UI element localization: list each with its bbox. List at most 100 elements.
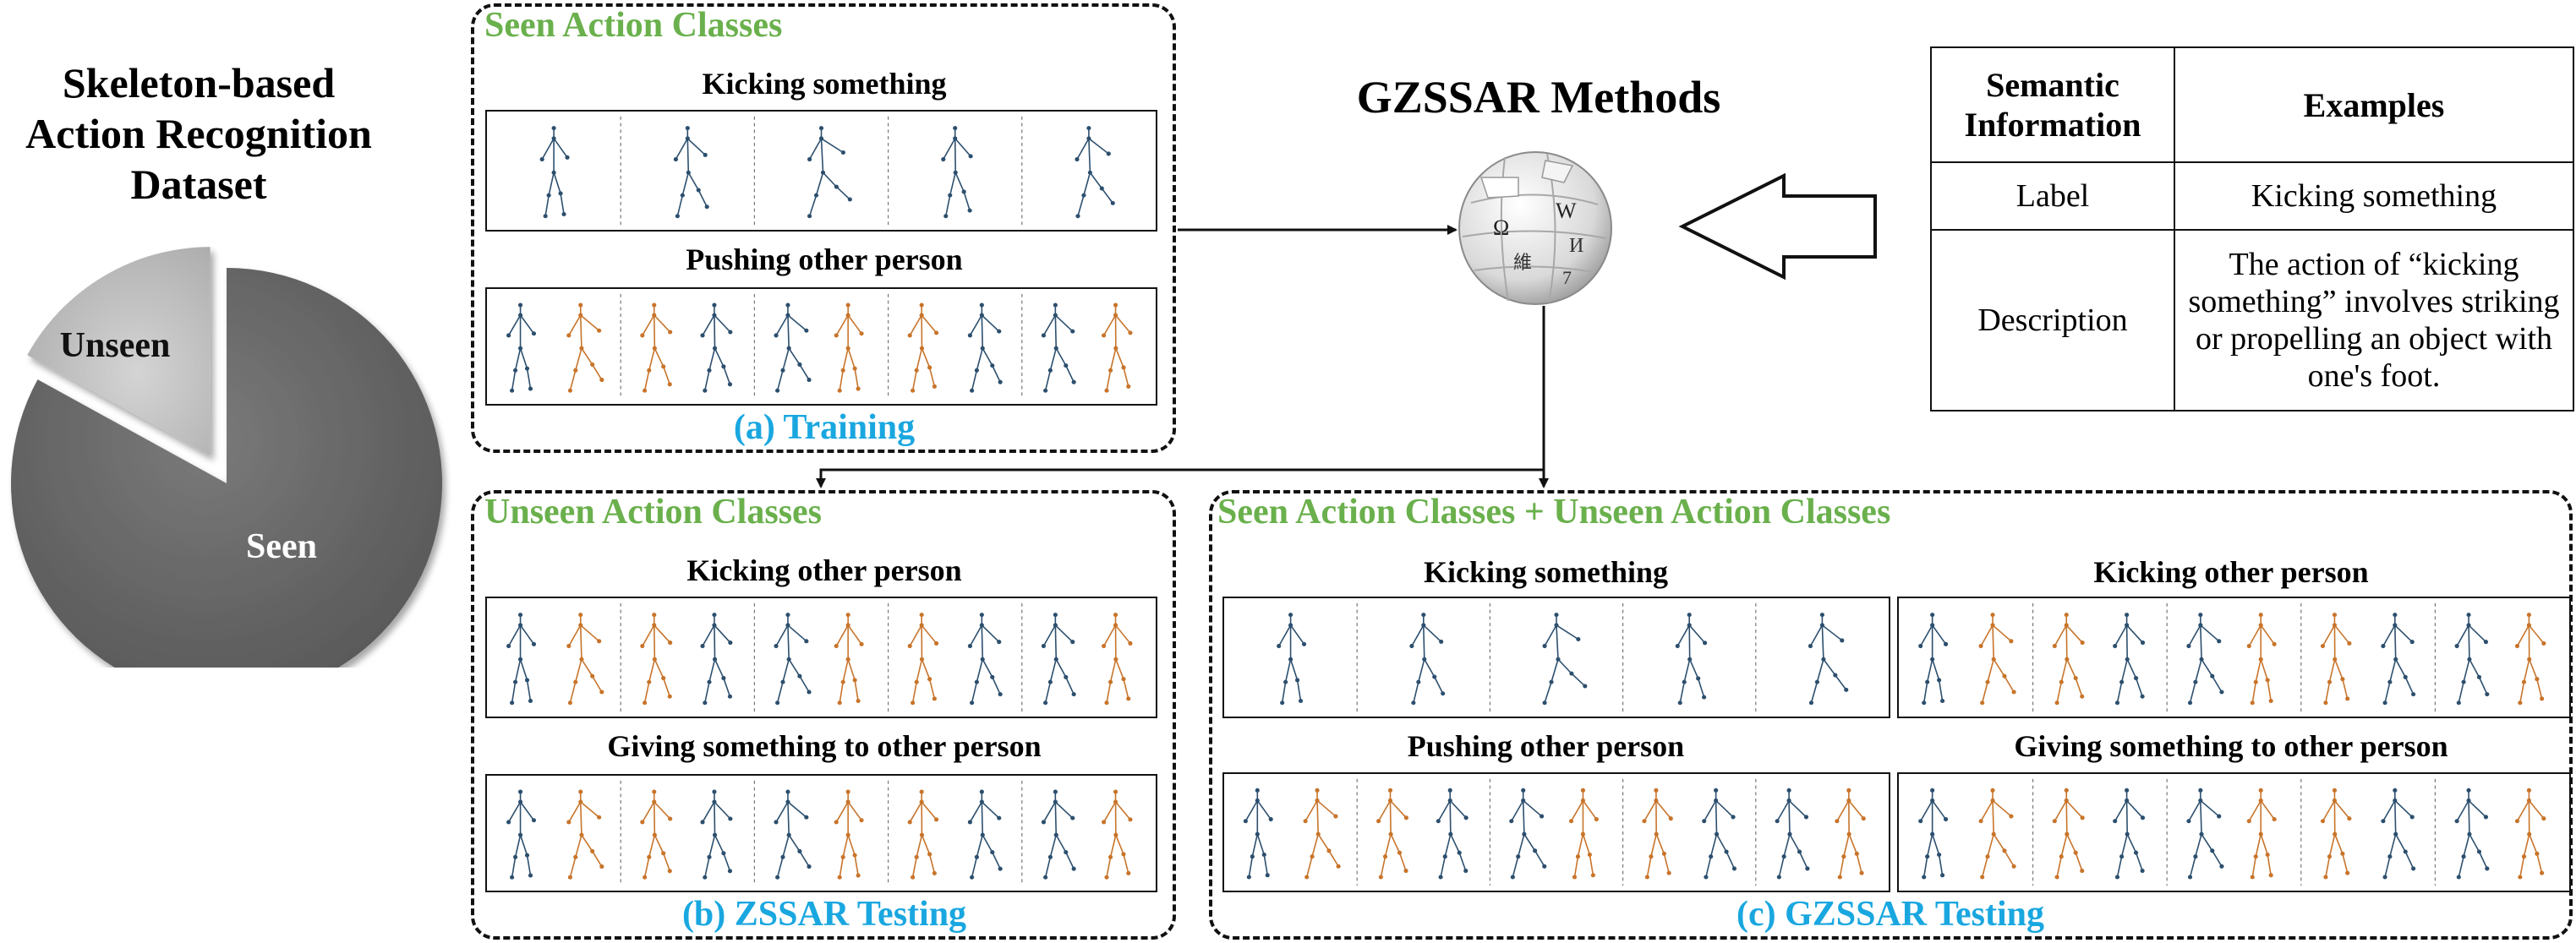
skeleton-bone: [1065, 852, 1075, 869]
skeleton-joint: [685, 126, 690, 131]
skeleton-joint: [579, 346, 584, 351]
skeleton-joint: [2320, 644, 2326, 649]
skeleton-bone: [788, 658, 801, 677]
skeleton-joint: [1922, 700, 1927, 706]
skeleton-bone: [2060, 659, 2068, 683]
skeleton-bone: [2267, 679, 2272, 701]
skeleton-joint: [2381, 819, 2386, 824]
gzssar-strip-pushing-other-person: [1222, 772, 1890, 892]
skeleton-joint: [680, 193, 685, 198]
skeleton-bone: [702, 314, 715, 336]
skeleton-joint: [721, 676, 726, 681]
skeleton-bone: [776, 370, 784, 391]
skeleton-joint: [919, 346, 925, 351]
skeleton-bone: [662, 678, 671, 697]
skeleton-bone: [526, 368, 532, 390]
skeleton-bone: [708, 347, 716, 371]
skeleton-bone: [2267, 854, 2272, 875]
skeleton-bone: [1981, 856, 1988, 878]
gzssar-strip-kicking-something: [1222, 597, 1890, 718]
skeleton-joint: [797, 673, 802, 679]
skeleton-joint: [2518, 875, 2523, 880]
skeleton-joint: [700, 820, 705, 825]
skeleton-joint: [967, 333, 972, 338]
skeleton-bone: [581, 347, 593, 365]
skeleton-bone: [1511, 800, 1524, 822]
skeleton-bone: [1065, 365, 1075, 383]
skeleton-joint: [1378, 875, 1383, 880]
skeleton-bone: [976, 347, 984, 371]
skeleton-joint: [1448, 831, 1453, 837]
skeleton-bone: [1839, 856, 1845, 878]
skeleton-joint: [845, 789, 850, 794]
skeleton-bone: [591, 675, 603, 693]
skeleton-bone: [580, 624, 600, 642]
skeleton-joint: [780, 679, 785, 684]
skeleton-joint: [2393, 788, 2398, 793]
skeleton-bone: [2394, 799, 2413, 818]
skeleton-bone: [2126, 658, 2137, 679]
skeleton-bone: [653, 624, 656, 660]
skeleton-joint: [997, 329, 1002, 334]
skeleton-bone: [1044, 681, 1052, 703]
skeleton-bone: [1810, 681, 1819, 703]
skeleton-bone: [1557, 658, 1572, 674]
skeleton-bone: [642, 801, 655, 823]
skeleton-bone: [526, 679, 532, 701]
skeleton-sequence: [506, 293, 1133, 400]
skeleton-joint: [919, 789, 924, 794]
skeleton-joint: [2483, 815, 2489, 820]
skeleton-bone: [1589, 854, 1594, 875]
training-class-label-1: Kicking something: [702, 67, 947, 101]
skeleton-bone: [2054, 624, 2067, 646]
skeleton-bone: [2065, 799, 2083, 819]
skeleton-joint: [1786, 798, 1791, 803]
skeleton-joint: [2219, 864, 2224, 869]
skeleton-joint: [1053, 789, 1058, 794]
skeleton-bone: [2404, 851, 2415, 869]
skeleton-bone: [662, 853, 671, 872]
skeleton-joint: [1918, 644, 1923, 649]
skeleton-joint: [2467, 831, 2472, 837]
skeleton-joint: [1326, 848, 1332, 853]
skeleton-joint: [1438, 875, 1443, 880]
skeleton-joint: [712, 623, 717, 628]
skeleton-joint: [914, 854, 919, 859]
skeleton-joint: [1102, 333, 1107, 338]
skeleton-bone: [714, 658, 725, 679]
skeleton-joint: [927, 365, 933, 370]
gzssar-strip-giving-something: [1897, 772, 2571, 892]
skeleton-joint: [859, 331, 864, 336]
skeleton-joint: [1980, 875, 1985, 880]
skeleton-joint: [652, 789, 657, 794]
skeleton-joint: [2333, 831, 2338, 837]
skeleton-joint: [2387, 854, 2393, 859]
skeleton-joint: [1580, 798, 1586, 803]
skeleton-joint: [953, 170, 958, 175]
skeleton-bone: [2066, 833, 2076, 853]
skeleton-bone: [1106, 681, 1112, 703]
skeleton-bone: [514, 835, 522, 858]
skeleton-bone: [511, 857, 517, 878]
skeleton-bone: [921, 347, 931, 368]
skeleton-bone: [1821, 624, 1824, 660]
skeleton-joint: [914, 368, 919, 373]
skeleton-bone: [835, 624, 849, 646]
skeleton-joint: [1675, 644, 1680, 649]
skeleton-bone: [1582, 800, 1598, 820]
skeleton-joint: [2217, 814, 2222, 819]
skeleton-bone: [654, 834, 665, 854]
skeleton-bone: [1277, 624, 1292, 646]
skeleton-joint: [2258, 831, 2263, 837]
skeleton-joint: [2535, 677, 2540, 682]
gzssar-class-label-3: Pushing other person: [1407, 729, 1685, 763]
skeleton-bone: [648, 347, 656, 371]
skeleton-bone: [1523, 833, 1536, 852]
skeleton-joint: [979, 313, 984, 318]
skeleton-joint: [728, 330, 733, 335]
skeleton-bone: [808, 138, 823, 160]
skeleton-bone: [702, 624, 715, 646]
skeleton-bone: [839, 370, 844, 391]
skeleton-joint: [1102, 644, 1107, 649]
skeleton-bone: [2516, 624, 2530, 646]
